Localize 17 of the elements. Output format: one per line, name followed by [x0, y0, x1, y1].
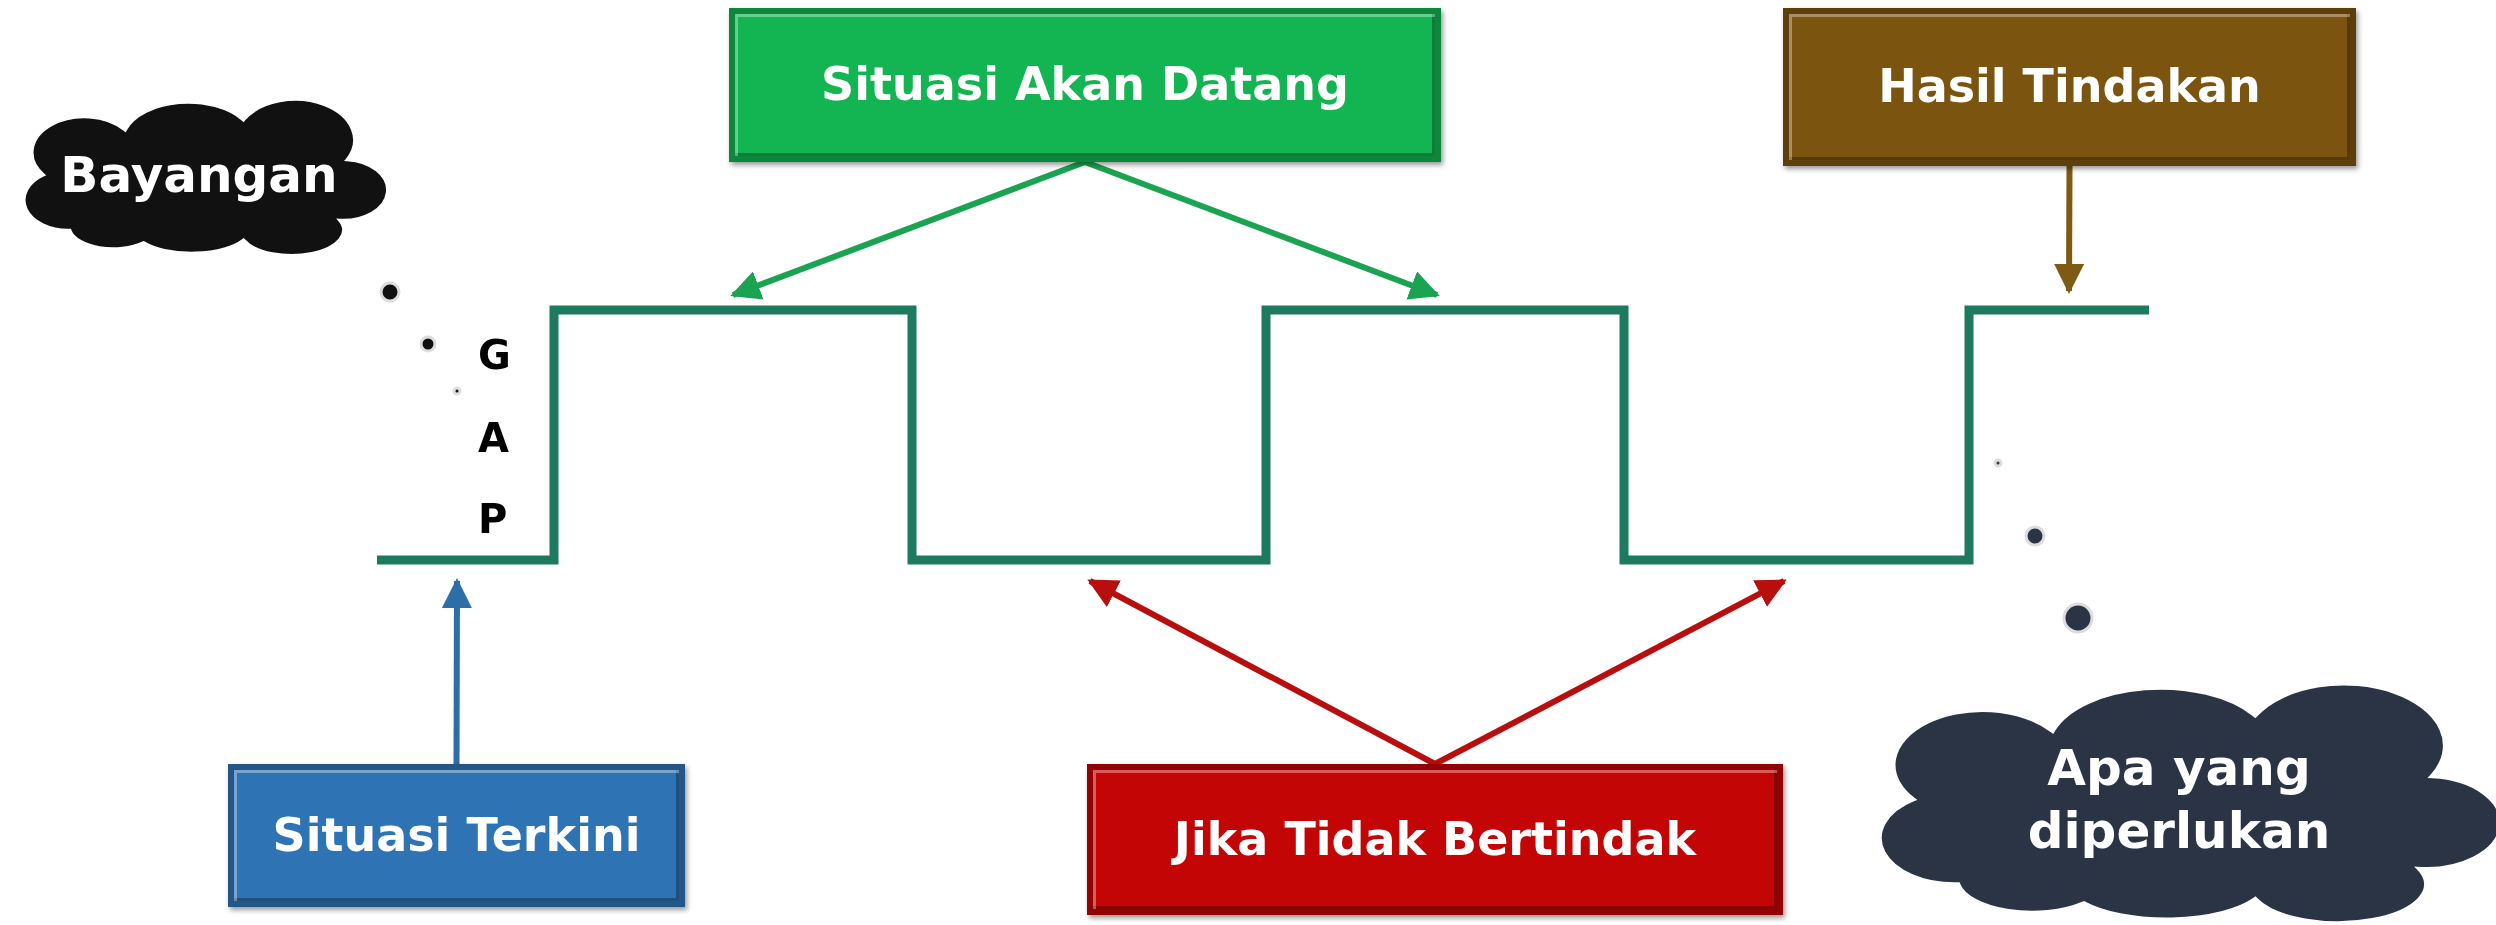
arrow: [1433, 578, 1787, 767]
callout-box: [729, 8, 1441, 162]
gap-letter: P: [478, 496, 508, 542]
arrow: [2054, 166, 2085, 294]
callout-box: [1087, 764, 1783, 915]
arrow: [441, 578, 472, 764]
callout-box: [1783, 8, 2356, 166]
cloud-label: Apa yang diperlukan: [2026, 738, 2332, 862]
callout-box: [228, 764, 685, 907]
arrow: [1087, 578, 1437, 767]
gap-letter: A: [478, 415, 509, 461]
box-label: Situasi Terkini: [272, 806, 641, 864]
cloud-label: Bayangan: [60, 144, 338, 206]
gap-letter: G: [478, 332, 511, 378]
box-label: Jika Tidak Bertindak: [1173, 810, 1697, 868]
box-label: Situasi Akan Datang: [821, 56, 1349, 114]
box-label: Hasil Tindakan: [1878, 58, 2261, 116]
